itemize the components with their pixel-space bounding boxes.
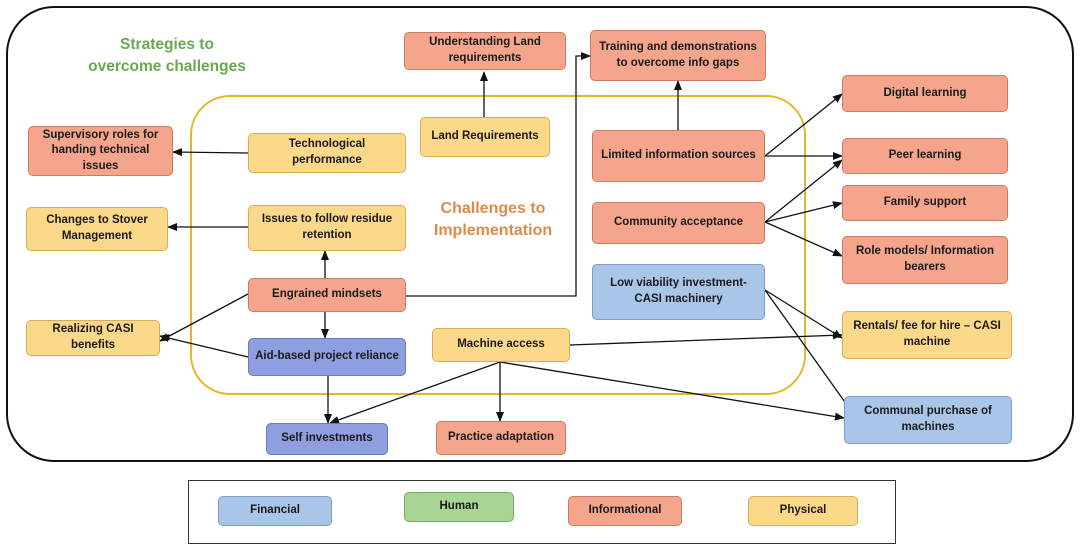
rentals-node: Rentals/ fee for hire – CASI machine <box>842 311 1012 359</box>
legend-human: Human <box>404 492 514 522</box>
digital-learning-node: Digital learning <box>842 75 1008 112</box>
communal-purchase-node: Communal purchase of machines <box>844 396 1012 444</box>
peer-learning-node: Peer learning <box>842 138 1008 174</box>
understanding-land-node: Understanding Land requirements <box>404 32 566 70</box>
arrow-community-to-role <box>764 221 843 257</box>
challenges-frame <box>190 95 806 395</box>
arrow-tech-to-supervisory <box>172 148 249 157</box>
strategies-heading: Strategies to overcome challenges <box>88 36 246 75</box>
residue-retention-node: Issues to follow residue retention <box>248 205 406 251</box>
legend <box>188 480 896 544</box>
arrow-lowviab-to-rentals <box>764 289 843 339</box>
engrained-mindsets-node: Engrained mindsets <box>248 278 406 312</box>
machine-access-node: Machine access <box>432 328 570 362</box>
arrow-machine-to-self <box>329 361 501 424</box>
supervisory-roles-node: Supervisory roles for handing technical … <box>28 126 173 176</box>
training-demonstrations-node: Training and demonstrations to overcome … <box>590 30 766 81</box>
arrow-info-to-digital <box>764 93 843 157</box>
legend-physical: Physical <box>748 496 858 526</box>
technological-performance-node: Technological performance <box>248 133 406 173</box>
arrow-mindsets-to-casi <box>159 293 249 342</box>
realizing-casi-node: Realizing CASI benefits <box>26 320 160 356</box>
arrow-lowviab-to-communal <box>764 289 853 413</box>
strategies-frame <box>6 6 1074 462</box>
low-viability-node: Low viability investment- CASI machinery <box>592 264 765 320</box>
limited-information-node: Limited information sources <box>592 130 765 182</box>
arrow-community-to-family <box>764 201 843 223</box>
legend-informational: Informational <box>568 496 682 526</box>
arrow-machine-to-rentals <box>569 331 843 346</box>
role-models-node: Role models/ Information bearers <box>842 236 1008 284</box>
community-acceptance-node: Community acceptance <box>592 202 765 244</box>
land-requirements-node: Land Requirements <box>420 117 550 157</box>
arrow-mindsets-to-training <box>406 52 591 297</box>
practice-adaptation-node: Practice adaptation <box>436 421 566 455</box>
challenges-heading: Challenges to Implementation <box>433 200 553 240</box>
stover-management-node: Changes to Stover Management <box>26 207 168 251</box>
arrow-community-to-peer <box>764 159 843 223</box>
arrow-aid-to-casi <box>159 334 249 358</box>
legend-financial: Financial <box>218 496 332 526</box>
self-investments-node: Self investments <box>266 423 388 455</box>
arrow-machine-to-communal <box>499 361 845 421</box>
aid-reliance-node: Aid-based project reliance <box>248 338 406 376</box>
family-support-node: Family support <box>842 185 1008 221</box>
